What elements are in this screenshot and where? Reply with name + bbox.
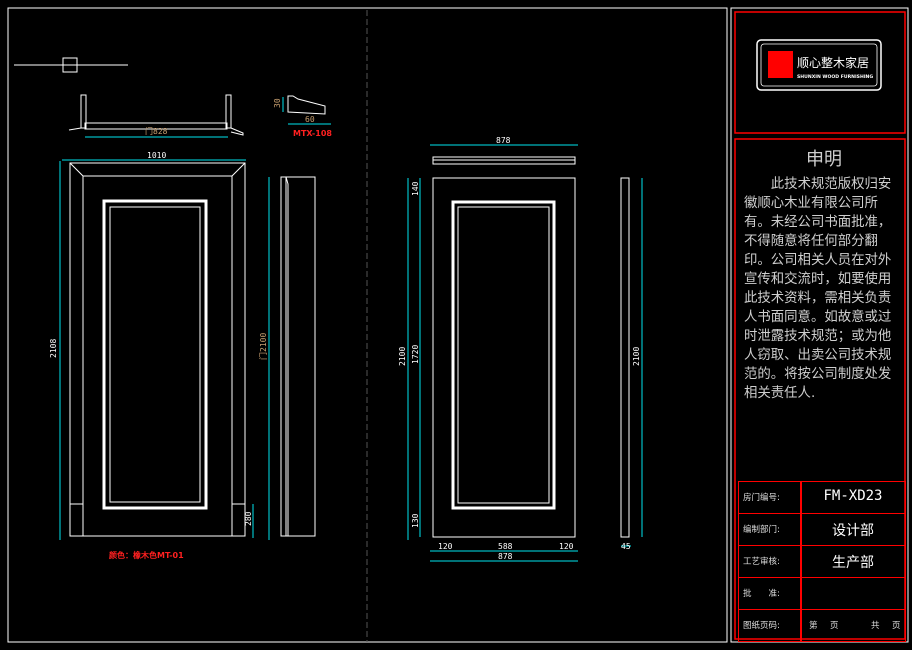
row-door-number: 房门编号: FM-XD23 xyxy=(739,482,905,514)
dim-panel-width: 588 xyxy=(498,542,513,551)
dim-left-top-width: 门828 xyxy=(145,126,168,136)
row-approve: 批 准: xyxy=(739,578,905,610)
row-page: 图纸页码: 第 页 共 页 xyxy=(739,610,905,641)
dim-right-stile: 120 xyxy=(559,542,574,551)
page-gong: 共 xyxy=(871,621,880,631)
declaration-title: 申明 xyxy=(806,149,842,170)
label: 批 准: xyxy=(743,589,780,599)
row-department: 编制部门: 设计部 xyxy=(739,514,905,546)
dim-thickness: 45 xyxy=(621,542,631,551)
value: 生产部 xyxy=(832,555,874,571)
page-di: 第 xyxy=(809,621,818,631)
value: FM-XD23 xyxy=(823,488,883,504)
dim-left-inner-height: 门2100 xyxy=(258,333,268,360)
logo-frame xyxy=(756,39,882,91)
dim-molding-w: 60 xyxy=(305,115,315,124)
dim-panel: 1720 xyxy=(411,345,420,364)
label: 图纸页码: xyxy=(743,621,780,631)
label: 工艺审核: xyxy=(743,557,780,567)
dim-left-width: 1010 xyxy=(147,151,166,160)
dim-right-height: 2100 xyxy=(398,347,407,366)
titleblock-border xyxy=(730,7,909,643)
dim-base: 280 xyxy=(244,511,253,526)
declaration-body: 此技术规范版权归安徽顺心木业有限公司所有。未经公司书面批准，不得随意将任何部分翻… xyxy=(744,177,892,401)
declaration: 申明 此技术规范版权归安徽顺心木业有限公司所有。未经公司书面批准，不得随意将任何… xyxy=(744,150,904,403)
column-divider xyxy=(800,482,802,641)
dim-top-rail: 140 xyxy=(411,181,420,196)
dim-side-height: 2100 xyxy=(632,347,641,366)
logo-mark xyxy=(768,51,793,78)
dim-total-width: 878 xyxy=(498,552,513,561)
value: 设计部 xyxy=(832,523,874,539)
logo-subtitle: SHUNXIN WOOD FURNISHING xyxy=(797,74,873,80)
dim-left-stile: 120 xyxy=(438,542,453,551)
page-ye: 页 xyxy=(830,621,839,631)
label: 编制部门: xyxy=(743,525,780,535)
molding-code: MTX-108 xyxy=(293,129,332,138)
logo-name: 顺心整木家居 xyxy=(797,55,869,70)
dimension-lines xyxy=(59,97,643,562)
color-note: 颜色：橡木色MT-01 xyxy=(109,550,184,560)
dim-right-top-width: 878 xyxy=(496,136,511,145)
dim-left-height: 2108 xyxy=(49,339,58,358)
label: 房门编号: xyxy=(743,493,780,503)
title-block-table: 房门编号: FM-XD23 编制部门: 设计部 工艺审核: 生产部 批 准: 图纸页码… xyxy=(738,481,906,642)
page-ye-total: 页 xyxy=(892,621,901,631)
dim-molding-h: 30 xyxy=(273,98,282,108)
row-review: 工艺审核: 生产部 xyxy=(739,546,905,578)
dim-bottom-rail: 130 xyxy=(411,513,420,528)
